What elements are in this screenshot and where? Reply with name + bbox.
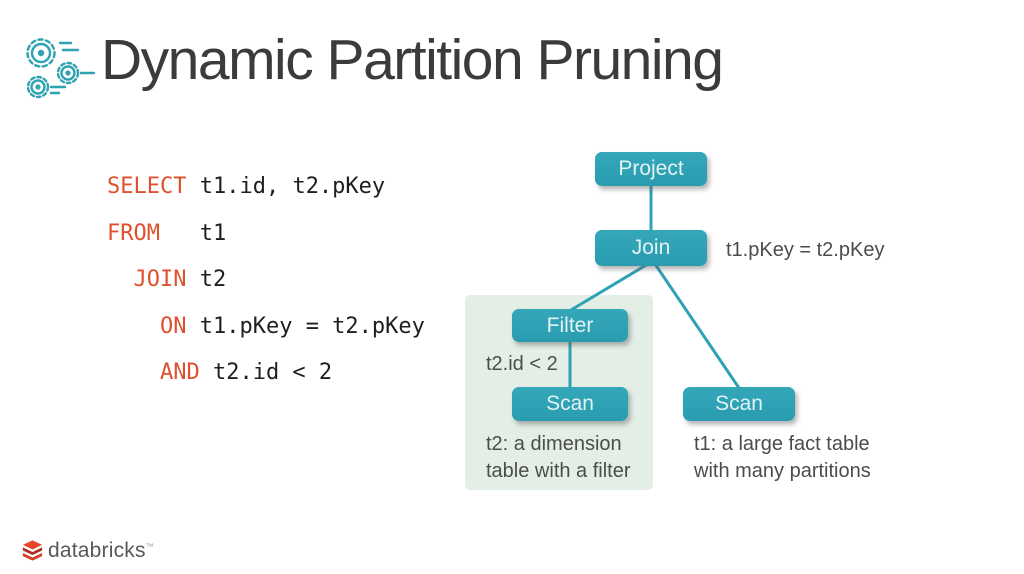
plan-node-scan-fact: Scan bbox=[683, 387, 795, 421]
trademark-symbol: ™ bbox=[145, 542, 154, 551]
sql-code-text: t1 bbox=[159, 220, 227, 246]
scan-left-caption: t2: a dimension table with a filter bbox=[486, 433, 631, 482]
sql-line: JOIN t2 bbox=[107, 257, 425, 304]
sql-keyword: JOIN bbox=[107, 267, 187, 292]
sql-code-text: t2 bbox=[186, 267, 227, 292]
join-condition-label: t1.pKey = t2.pKey bbox=[726, 239, 885, 261]
sql-code-block: SELECT t1.id, t2.pKey FROM t1 JOIN t2 ON… bbox=[107, 164, 425, 397]
plan-node-filter: Filter bbox=[512, 309, 628, 342]
sql-code-text: t1.pKey = t2.pKey bbox=[186, 313, 425, 339]
sql-line: SELECT t1.id, t2.pKey bbox=[107, 164, 425, 211]
filter-condition-label: t2.id < 2 bbox=[486, 353, 558, 375]
sql-code-text: t1.id, t2.pKey bbox=[186, 174, 386, 199]
plan-node-project: Project bbox=[595, 152, 707, 186]
sql-keyword: AND bbox=[107, 360, 200, 385]
databricks-wordmark: databricks bbox=[48, 538, 146, 562]
plan-node-join: Join bbox=[595, 230, 707, 266]
page-title: Dynamic Partition Pruning bbox=[101, 28, 724, 92]
scan-right-caption: t1: a large fact table with many partiti… bbox=[694, 433, 871, 482]
databricks-logo: databricks ™ bbox=[20, 538, 154, 563]
sql-keyword: FROM bbox=[107, 220, 160, 246]
databricks-layers-icon bbox=[22, 540, 43, 561]
edge-join-scan-right bbox=[653, 262, 741, 390]
sql-keyword: SELECT bbox=[107, 174, 187, 199]
plan-node-scan-dimension: Scan bbox=[512, 387, 628, 421]
sql-line: AND t2.id < 2 bbox=[107, 350, 425, 397]
sql-keyword: ON bbox=[107, 313, 187, 339]
sql-code-text: t2.id < 2 bbox=[199, 360, 333, 385]
sql-line: FROM t1 bbox=[107, 211, 425, 258]
gears-icon bbox=[26, 38, 96, 99]
sql-line: ON t1.pKey = t2.pKey bbox=[107, 304, 425, 351]
